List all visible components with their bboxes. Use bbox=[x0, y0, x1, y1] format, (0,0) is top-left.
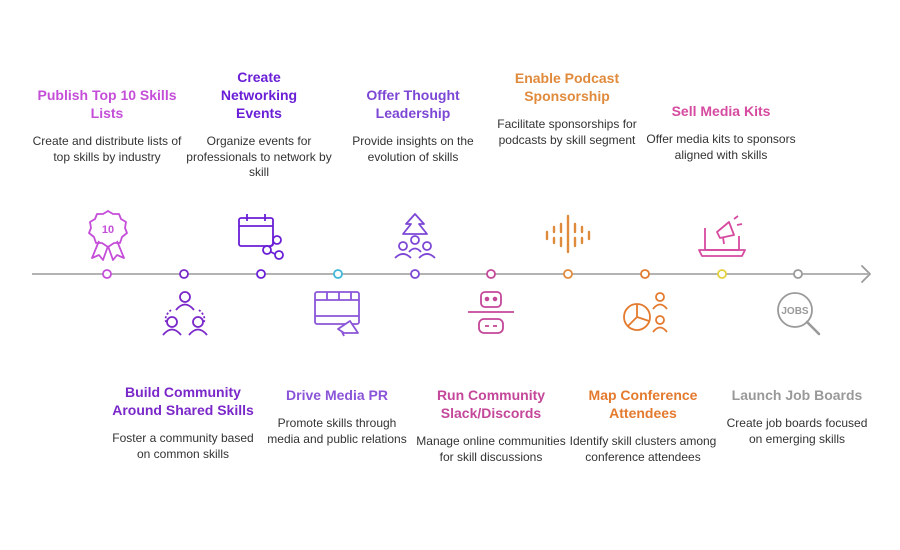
step-title: Drive Media PR bbox=[286, 387, 388, 403]
step-description: Organize events for professionals to net… bbox=[186, 134, 332, 179]
step-description: Manage online communities for skill disc… bbox=[416, 434, 566, 464]
step-title: Sell Media Kits bbox=[671, 103, 771, 119]
timeline-dot bbox=[486, 269, 496, 279]
step-thought-leadership: Offer Thought Leadership Provide insight… bbox=[338, 86, 488, 165]
step-description: Promote skills through media and public … bbox=[267, 416, 407, 446]
timeline-dot bbox=[563, 269, 573, 279]
award-ribbon-icon: 10 bbox=[88, 210, 128, 261]
step-map-conference-attendees: Map Conference Attendees Identify skill … bbox=[568, 386, 718, 465]
timeline-dot bbox=[410, 269, 420, 279]
step-description: Offer media kits to sponsors aligned wit… bbox=[646, 132, 796, 162]
pie-chart-people-icon bbox=[623, 292, 668, 333]
step-title: Create Networking Events bbox=[220, 69, 298, 121]
step-title: Map Conference Attendees bbox=[588, 387, 698, 421]
step-title: Offer Thought Leadership bbox=[366, 87, 460, 121]
timeline-dot bbox=[717, 269, 727, 279]
timeline-dot bbox=[640, 269, 650, 279]
step-sell-media-kits: Sell Media Kits Offer media kits to spon… bbox=[646, 102, 796, 163]
step-drive-media-pr: Drive Media PR Promote skills through me… bbox=[262, 386, 412, 447]
step-community-slack-discords: Run Community Slack/Discords Manage onli… bbox=[416, 386, 566, 465]
step-title: Launch Job Boards bbox=[731, 387, 863, 403]
media-pr-icon bbox=[314, 291, 360, 337]
timeline-dot bbox=[256, 269, 266, 279]
step-build-community: Build Community Around Shared Skills Fos… bbox=[108, 383, 258, 462]
laptop-megaphone-icon bbox=[698, 215, 746, 257]
step-description: Facilitate sponsorships for podcasts by … bbox=[497, 117, 637, 147]
community-icon bbox=[162, 291, 208, 336]
step-description: Provide insights on the evolution of ski… bbox=[352, 134, 474, 164]
step-publish-skills-lists: Publish Top 10 Skills Lists Create and d… bbox=[32, 86, 182, 165]
leadership-icon bbox=[394, 213, 436, 259]
step-networking-events: Create Networking Events Organize events… bbox=[184, 68, 334, 181]
step-title: Run Community Slack/Discords bbox=[436, 387, 546, 421]
jobs-label: JOBS bbox=[781, 306, 809, 317]
audio-wave-icon bbox=[545, 214, 591, 254]
step-title: Publish Top 10 Skills Lists bbox=[37, 87, 177, 121]
timeline-dot bbox=[102, 269, 112, 279]
jobs-search-icon: JOBS bbox=[777, 292, 821, 336]
step-podcast-sponsorship: Enable Podcast Sponsorship Facilitate sp… bbox=[492, 69, 642, 148]
step-title: Build Community Around Shared Skills bbox=[112, 384, 254, 418]
award-number: 10 bbox=[102, 224, 114, 236]
step-title: Enable Podcast Sponsorship bbox=[514, 70, 620, 104]
timeline-dot bbox=[179, 269, 189, 279]
timeline-dot bbox=[793, 269, 803, 279]
step-description: Create and distribute lists of top skill… bbox=[32, 134, 182, 164]
step-description: Foster a community based on common skill… bbox=[112, 431, 254, 461]
step-launch-job-boards: Launch Job Boards Create job boards focu… bbox=[722, 386, 872, 447]
step-description: Create job boards focused on emerging sk… bbox=[726, 416, 868, 446]
chat-bot-icon bbox=[468, 291, 514, 334]
timeline-dot bbox=[333, 269, 343, 279]
timeline-arrowhead bbox=[861, 265, 871, 283]
calendar-share-icon bbox=[238, 214, 284, 260]
step-description: Identify skill clusters among conference… bbox=[569, 434, 717, 464]
